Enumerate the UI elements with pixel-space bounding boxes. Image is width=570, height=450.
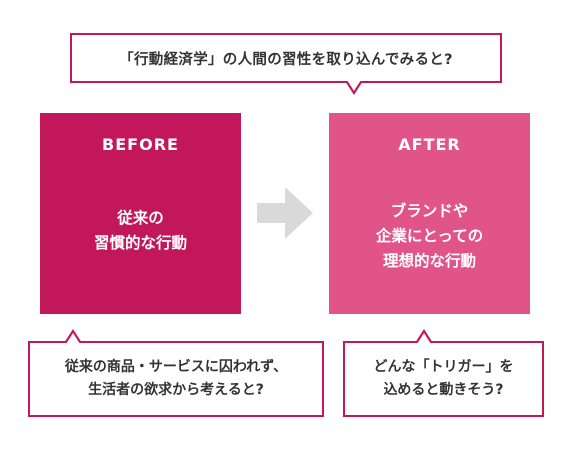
after-line: 企業にとっての [375, 227, 484, 245]
top-bubble-tail-fill [347, 80, 361, 91]
before-bubble-line: 従来の商品・サービスに囚われず、 [64, 359, 288, 375]
right-arrow-icon [257, 187, 313, 239]
after-line: ブランドや [390, 202, 469, 220]
before-body: 従来の 習慣的な行動 [40, 206, 241, 256]
after-line: 理想的な行動 [382, 252, 476, 270]
before-speech-bubble: 従来の商品・サービスに囚われず、 生活者の欲求から考えると? [28, 329, 324, 417]
after-bubble-line: どんな「トリガー」を [373, 359, 514, 375]
after-bubble-line: 込めると動きそう? [383, 382, 504, 398]
after-speech-bubble: どんな「トリガー」を 込めると動きそう? [343, 329, 544, 417]
after-body: ブランドや 企業にとっての 理想的な行動 [329, 199, 530, 274]
before-panel: BEFORE 従来の 習慣的な行動 [40, 113, 241, 314]
before-line: 従来の [117, 209, 164, 227]
before-bubble-text: 従来の商品・サービスに囚われず、 生活者の欲求から考えると? [65, 356, 287, 402]
before-line: 習慣的な行動 [93, 234, 187, 252]
before-bubble-line: 生活者の欲求から考えると? [88, 382, 264, 398]
before-bubble-tail-fill [66, 333, 80, 344]
after-bubble-text: どんな「トリガー」を 込めると動きそう? [374, 356, 514, 402]
after-label: AFTER [398, 135, 461, 154]
top-bubble-text: 「行動経済学」の人間の習性を取り込んでみると? [119, 51, 453, 68]
before-label: BEFORE [102, 135, 179, 154]
after-bubble-tail-fill [417, 333, 431, 344]
top-speech-bubble: 「行動経済学」の人間の習性を取り込んでみると? [70, 33, 502, 95]
after-panel: AFTER ブランドや 企業にとっての 理想的な行動 [329, 113, 530, 314]
